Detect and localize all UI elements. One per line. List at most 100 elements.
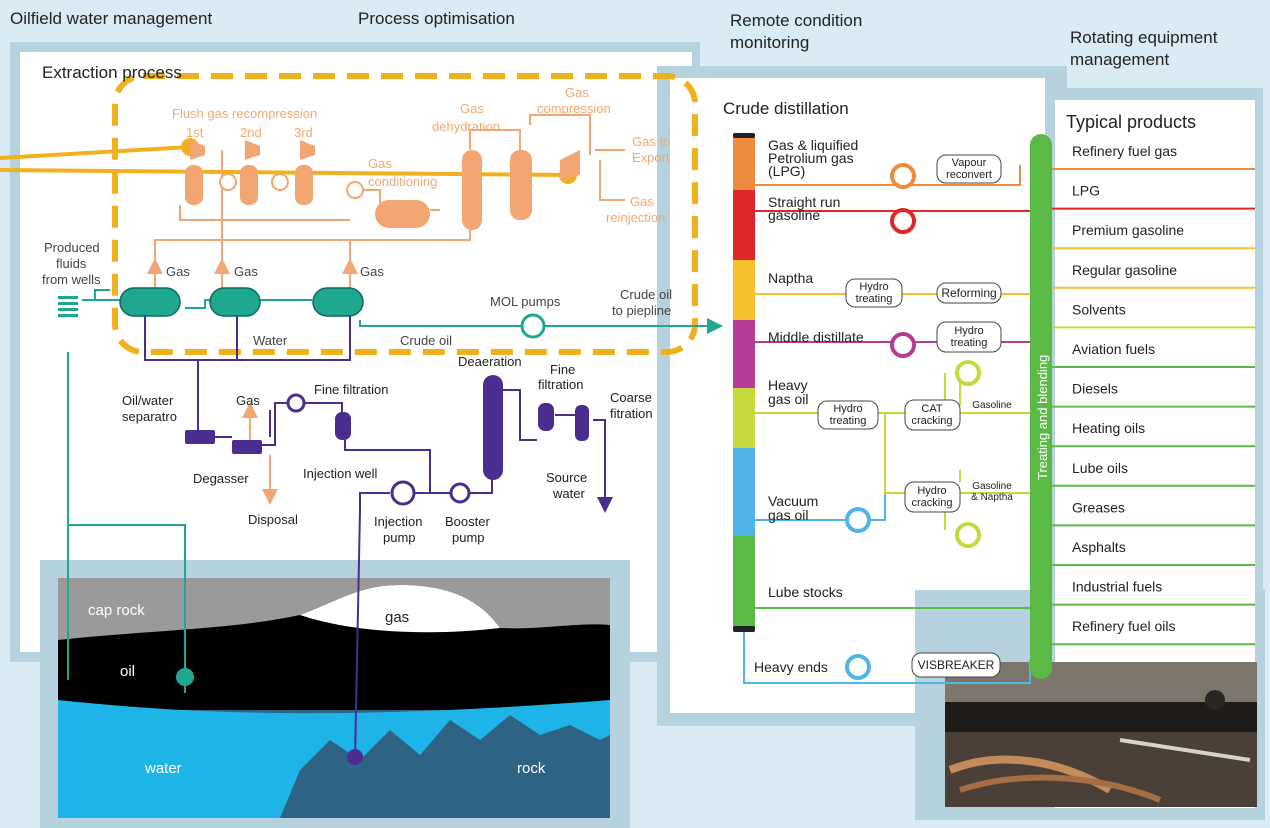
cat-cracking-label-1: CAT — [921, 403, 942, 415]
production-well-bottom — [176, 668, 194, 686]
gasoline-label: Gasoline — [972, 400, 1012, 411]
produced-fluids-label-1: Produced — [44, 240, 100, 255]
degasser-gas-label: Gas — [236, 393, 260, 408]
separators — [119, 287, 364, 317]
product-label: Premium gasoline — [1072, 222, 1184, 238]
product-label: Diesels — [1072, 381, 1118, 397]
water-pumps — [286, 393, 471, 506]
gas-reinjection-label-2: reinjection — [606, 210, 665, 225]
stage-2-label: 2nd — [240, 125, 262, 140]
wellhead-icon — [58, 296, 78, 317]
straight-run-label-1: Straight run — [768, 194, 840, 210]
gasoline-naptha-label-1: Gasoline — [972, 481, 1012, 492]
straight-run-label-2: gasoline — [768, 207, 820, 223]
products-title: Typical products — [1066, 112, 1196, 132]
hydro-treating-2-label-1: Hydro — [954, 325, 983, 337]
injection-well-label: Injection well — [303, 466, 378, 481]
coarse-label-2: fitration — [610, 406, 653, 421]
process-box-labels: Vapour reconvert Hydro treating Reformin… — [830, 157, 1014, 672]
treating-blending-label: Treating and blending — [1035, 355, 1050, 480]
rotating-header-1: Rotating equipment — [1070, 28, 1218, 47]
source-water-label-1: Source — [546, 470, 587, 485]
gasoline-naptha-label-2: & Naptha — [971, 492, 1013, 503]
vacuum-gas-oil-label-1: Vacuum — [768, 493, 818, 509]
product-label: Solvents — [1072, 301, 1126, 317]
separator-gas-label-3: Gas — [360, 264, 384, 279]
product-label: Heating oils — [1072, 420, 1145, 436]
gas-compression-label-1: Gas — [565, 85, 589, 100]
oil-water-label-2: separatro — [122, 409, 177, 424]
deaeration-label: Deaeration — [458, 354, 522, 369]
gas-dehydration-label-2: dehydration — [432, 119, 500, 134]
water-pipework — [144, 316, 613, 761]
extraction-title: Extraction process — [42, 63, 182, 82]
cat-cracking-label-2: cracking — [912, 415, 953, 427]
process-optimisation-highlight — [112, 73, 698, 355]
product-label: Aviation fuels — [1072, 341, 1155, 357]
rotating-header-2: management — [1070, 50, 1170, 69]
remote-header-1: Remote condition — [730, 11, 862, 30]
naptha-label: Naptha — [768, 270, 813, 286]
gas-conditioning-label-2: conditioning — [368, 174, 437, 189]
visbreaker-label: VISBREAKER — [918, 658, 995, 672]
gas-compression-label-2: compression — [537, 101, 611, 116]
crude-pipeline-label-1: Crude oil — [620, 287, 672, 302]
distillation-pumps — [845, 163, 981, 680]
stage-1-label: 1st — [186, 125, 204, 140]
fine-filtration-label: Fine filtration — [314, 382, 388, 397]
distillation-column — [733, 133, 755, 632]
lpg-label-2: Petrolium gas — [768, 150, 854, 166]
gas-equipment — [185, 140, 580, 230]
disposal-label: Disposal — [248, 512, 298, 527]
gas-labels: Flush gas recompression 1st 2nd 3rd Gas … — [172, 85, 670, 225]
crude-pipeline-label-2: to piepline — [612, 303, 671, 318]
product-label: Greases — [1072, 499, 1125, 515]
gas-export-label-2: Export — [632, 150, 670, 165]
product-label: Regular gasoline — [1072, 262, 1177, 278]
produced-fluids-label-3: from wells — [42, 272, 101, 287]
distillation-title: Crude distillation — [723, 99, 849, 118]
lpg-label-1: Gas & liquified — [768, 137, 858, 153]
vacuum-gas-oil-label-2: gas oil — [768, 507, 808, 523]
gas-dehydration-label-1: Gas — [460, 101, 484, 116]
hydro-treating-1-label-1: Hydro — [859, 281, 888, 293]
remote-header-2: monitoring — [730, 33, 809, 52]
process-header: Process optimisation — [358, 9, 515, 28]
heavy-ends-label: Heavy ends — [754, 659, 828, 675]
product-label: Refinery fuel gas — [1072, 143, 1177, 159]
booster-pump-label-2: pump — [452, 530, 485, 545]
gas-export-label-1: Gas to — [632, 134, 670, 149]
hydro-treating-2-label-2: treating — [951, 337, 988, 349]
lube-stocks-label: Lube stocks — [768, 584, 843, 600]
product-label: Lube oils — [1072, 460, 1128, 476]
treating-blending-bar — [1030, 134, 1052, 679]
stage-3-label: 3rd — [294, 125, 313, 140]
water-reservoir-label: water — [144, 760, 182, 777]
vapour-label-1: Vapour — [952, 157, 987, 169]
callout-line-1 — [0, 145, 191, 160]
injection-pump-label-1: Injection — [374, 514, 422, 529]
product-label: Asphalts — [1072, 539, 1126, 555]
reservoir — [58, 578, 610, 818]
process-boxes — [817, 154, 1002, 678]
degasser-label: Degasser — [193, 471, 249, 486]
mol-pump-icon — [520, 313, 546, 339]
hydro-treating-3-label-2: treating — [830, 415, 867, 427]
hydro-cracking-label-1: Hydro — [917, 485, 946, 497]
water-label: Water — [253, 333, 288, 348]
fine-filtration-2-label-2: filtration — [538, 377, 584, 392]
product-label: Industrial fuels — [1072, 579, 1162, 595]
heavy-gas-oil-label-1: Heavy — [768, 377, 808, 393]
gas-up-arrows — [147, 258, 358, 290]
section-headers: Oilfield water management Process optimi… — [10, 9, 1218, 132]
fine-filtration-2-label-1: Fine — [550, 362, 575, 377]
gas-coolers — [219, 173, 364, 199]
injection-well-bottom — [347, 749, 363, 765]
oil-label: oil — [120, 663, 135, 680]
oil-water-label-1: Oil/water — [122, 393, 174, 408]
source-water-label-2: water — [552, 486, 585, 501]
gas-reservoir-label: gas — [385, 609, 409, 626]
